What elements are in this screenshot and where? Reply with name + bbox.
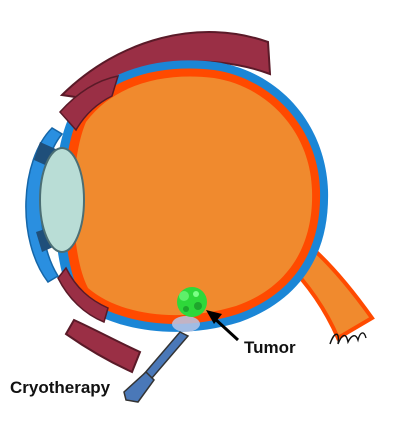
ciliary-body-upper (58, 75, 120, 132)
cryoprobe-shaft (142, 331, 190, 379)
tumor (177, 287, 207, 317)
ciliary-body-lower (57, 266, 109, 324)
cryo-frost (172, 316, 200, 332)
cryotherapy-label: Cryotherapy (10, 378, 111, 397)
vitreous-body (73, 76, 313, 316)
artist-signature (329, 332, 367, 345)
tumor-arrow (206, 310, 240, 342)
cryoprobe-handle (123, 370, 155, 403)
inferior-rectus-muscle (64, 318, 142, 374)
tumor-label: Tumor (244, 338, 296, 357)
lens (39, 147, 85, 253)
